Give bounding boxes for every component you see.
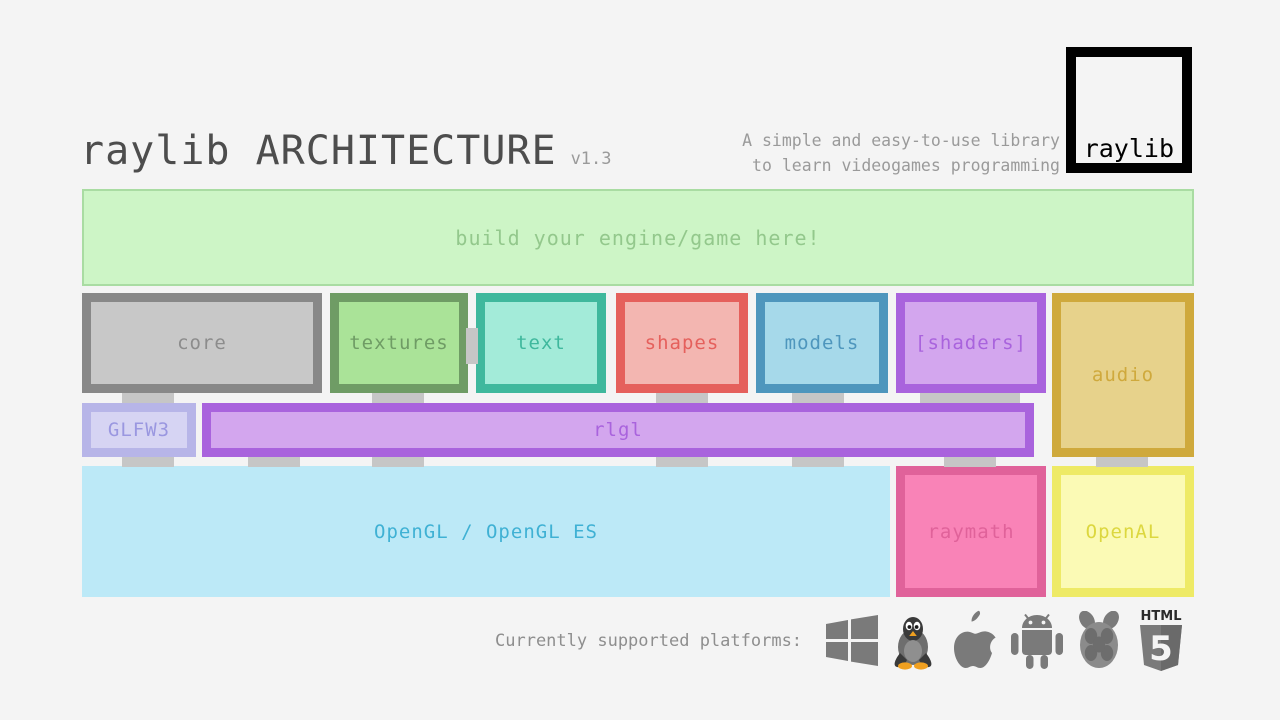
box-label: [shaders]: [915, 332, 1027, 354]
middle-rlgl: rlgl: [202, 403, 1034, 457]
connector-tab: [372, 393, 424, 403]
connector-tab: [122, 393, 174, 403]
box-label: rlgl: [593, 419, 643, 441]
connector-tab: [248, 457, 300, 467]
html5-top-text: HTML: [1141, 609, 1182, 624]
android-icon: [1006, 608, 1068, 674]
box-label: shapes: [644, 332, 720, 354]
tagline: A simple and easy-to-use library to lear…: [716, 128, 1060, 178]
page-title: raylib ARCHITECTURE: [80, 128, 557, 174]
tagline-line-1: A simple and easy-to-use library: [742, 131, 1060, 150]
tagline-line-2: to learn videogames programming: [752, 156, 1060, 175]
box-label: OpenAL: [1085, 520, 1161, 543]
raylib-logo-text: raylib: [1083, 134, 1174, 163]
connector-tab: [122, 457, 174, 467]
box-label: text: [516, 332, 566, 354]
connector-tab: [920, 393, 1020, 403]
box-label: audio: [1091, 364, 1155, 386]
connector-tab: [944, 457, 996, 467]
modules--shaders-: [shaders]: [896, 293, 1046, 393]
modules-text: text: [476, 293, 606, 393]
box-label: GLFW3: [107, 419, 171, 441]
bottom-openal: OpenAL: [1052, 466, 1194, 597]
version-label: v1.3: [570, 149, 612, 169]
modules-core: core: [82, 293, 322, 393]
connector-tab: [372, 457, 424, 467]
bottom-opengl-opengl-es: OpenGL / OpenGL ES: [82, 466, 890, 597]
box-label: raymath: [927, 520, 1015, 543]
windows-icon: [820, 608, 882, 674]
modules-audio: audio: [1052, 293, 1194, 457]
box-label: models: [784, 332, 860, 354]
connector-tab: [792, 393, 844, 403]
apple-icon: [944, 608, 1006, 674]
modules-textures: textures: [330, 293, 468, 393]
banner-label: build your engine/game here!: [455, 225, 821, 250]
modules-models: models: [756, 293, 888, 393]
box-label: core: [177, 332, 227, 354]
connector-tab: [466, 328, 478, 364]
raspberrypi-icon: [1068, 608, 1130, 674]
connector-tab: [656, 457, 708, 467]
html5-icon: HTML 5: [1130, 608, 1192, 674]
bottom-raymath: raymath: [896, 466, 1046, 597]
box-label: OpenGL / OpenGL ES: [374, 520, 598, 543]
linux-icon: [882, 608, 944, 674]
raylib-logo: raylib: [1066, 47, 1192, 173]
box-label: textures: [349, 332, 449, 354]
connector-tab: [1096, 457, 1148, 467]
title-block: raylib ARCHITECTURE v1.3: [80, 128, 612, 174]
platforms-strip: Currently supported platforms:: [495, 604, 1195, 678]
modules-shapes: shapes: [616, 293, 748, 393]
middle-glfw3: GLFW3: [82, 403, 196, 457]
platforms-label: Currently supported platforms:: [495, 631, 803, 651]
connector-tab: [656, 393, 708, 403]
build-your-engine-banner: build your engine/game here!: [82, 189, 1194, 286]
html5-number: 5: [1149, 629, 1173, 669]
connector-tab: [792, 457, 844, 467]
